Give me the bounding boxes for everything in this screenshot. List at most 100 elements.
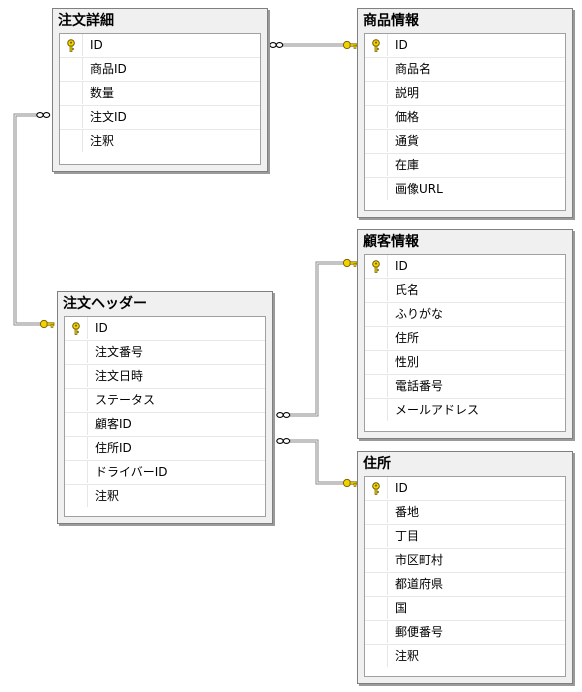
column-row[interactable]: 性別 <box>365 351 565 375</box>
row-selector[interactable] <box>365 303 388 325</box>
column-row[interactable]: 住所ID <box>65 437 265 461</box>
row-selector[interactable] <box>365 327 388 349</box>
row-selector[interactable] <box>365 597 388 619</box>
row-selector[interactable] <box>365 477 388 499</box>
primary-key-icon <box>72 322 80 335</box>
column-row[interactable]: メールアドレス <box>365 399 565 422</box>
column-row[interactable]: 注釈 <box>60 130 260 153</box>
column-row[interactable]: 説明 <box>365 82 565 106</box>
row-selector[interactable] <box>365 399 388 421</box>
row-selector[interactable] <box>65 341 88 363</box>
column-list[interactable]: ID 番地丁目市区町村都道府県国郵便番号注釈 <box>364 476 566 677</box>
table-customer-info[interactable]: 顧客情報 ID 氏名ふりがな住所性別電話番号メールアドレス <box>357 229 573 439</box>
column-row[interactable]: ID <box>365 477 565 501</box>
row-selector[interactable] <box>365 525 388 547</box>
column-row[interactable]: ステータス <box>65 389 265 413</box>
row-selector[interactable] <box>365 58 388 80</box>
column-row[interactable]: 氏名 <box>365 279 565 303</box>
column-row[interactable]: 通貨 <box>365 130 565 154</box>
column-row[interactable]: 市区町村 <box>365 549 565 573</box>
row-selector[interactable] <box>65 413 88 435</box>
row-selector[interactable] <box>365 621 388 643</box>
table-title[interactable]: 注文ヘッダー <box>63 296 147 312</box>
row-selector[interactable] <box>60 106 83 128</box>
row-selector[interactable] <box>65 485 88 507</box>
table-title[interactable]: 商品情報 <box>363 13 419 29</box>
column-row[interactable]: 数量 <box>60 82 260 106</box>
row-selector[interactable] <box>65 389 88 411</box>
row-selector[interactable] <box>365 34 388 56</box>
column-row[interactable]: 画像URL <box>365 178 565 201</box>
row-selector[interactable] <box>365 178 388 200</box>
column-row[interactable]: 顧客ID <box>65 413 265 437</box>
column-row[interactable]: 価格 <box>365 106 565 130</box>
column-name: 都道府県 <box>395 577 444 591</box>
column-row[interactable]: 注文日時 <box>65 365 265 389</box>
column-row[interactable]: ID <box>60 34 260 58</box>
row-selector[interactable] <box>365 501 388 523</box>
table-title[interactable]: 顧客情報 <box>363 234 419 250</box>
column-row[interactable]: 注文ID <box>60 106 260 130</box>
row-selector[interactable] <box>60 82 83 104</box>
row-selector[interactable] <box>365 106 388 128</box>
column-row[interactable]: 商品ID <box>60 58 260 82</box>
column-row[interactable]: ドライバーID <box>65 461 265 485</box>
column-row[interactable]: 国 <box>365 597 565 621</box>
column-name: ID <box>395 481 408 495</box>
row-selector[interactable] <box>365 351 388 373</box>
column-name: 氏名 <box>395 283 420 297</box>
column-name: 画像URL <box>395 182 443 196</box>
row-selector[interactable] <box>65 461 88 483</box>
row-selector[interactable] <box>365 279 388 301</box>
row-selector[interactable] <box>365 549 388 571</box>
column-name: 注釈 <box>90 134 115 148</box>
column-row[interactable]: 都道府県 <box>365 573 565 597</box>
column-row[interactable]: 注釈 <box>65 485 265 508</box>
row-selector[interactable] <box>365 82 388 104</box>
row-selector[interactable] <box>60 130 83 152</box>
column-row[interactable]: ID <box>65 317 265 341</box>
table-title[interactable]: 住所 <box>363 456 391 472</box>
row-selector[interactable] <box>65 437 88 459</box>
row-selector[interactable] <box>65 317 88 339</box>
row-selector[interactable] <box>65 365 88 387</box>
row-selector[interactable] <box>365 645 388 667</box>
column-name: 数量 <box>90 86 115 100</box>
column-row[interactable]: 電話番号 <box>365 375 565 399</box>
column-row[interactable]: ID <box>365 34 565 58</box>
column-list[interactable]: ID 商品ID 数量注文ID 注釈 <box>59 33 261 165</box>
column-row[interactable]: 注文番号 <box>65 341 265 365</box>
column-name: 番地 <box>395 505 420 519</box>
one-end-key-icon <box>342 478 358 488</box>
table-address[interactable]: 住所 ID 番地丁目市区町村都道府県国郵便番号注釈 <box>357 451 573 684</box>
column-row[interactable]: 丁目 <box>365 525 565 549</box>
row-selector[interactable] <box>60 58 83 80</box>
column-row[interactable]: ID <box>365 255 565 279</box>
row-selector[interactable] <box>365 154 388 176</box>
column-name: 住所 <box>395 331 420 345</box>
column-row[interactable]: 商品名 <box>365 58 565 82</box>
table-title[interactable]: 注文詳細 <box>58 13 114 29</box>
row-selector[interactable] <box>365 573 388 595</box>
column-row[interactable]: 在庫 <box>365 154 565 178</box>
column-name: ふりがな <box>395 307 444 321</box>
table-order-detail[interactable]: 注文詳細 ID 商品ID 数量注文ID 注釈 <box>52 8 268 172</box>
column-name: ID <box>90 38 103 52</box>
column-row[interactable]: 住所 <box>365 327 565 351</box>
column-row[interactable]: 郵便番号 <box>365 621 565 645</box>
column-list[interactable]: ID 氏名ふりがな住所性別電話番号メールアドレス <box>364 254 566 432</box>
row-selector[interactable] <box>365 375 388 397</box>
row-selector[interactable] <box>365 255 388 277</box>
row-selector[interactable] <box>365 130 388 152</box>
column-row[interactable]: ふりがな <box>365 303 565 327</box>
column-row[interactable]: 番地 <box>365 501 565 525</box>
primary-key-icon <box>372 39 380 52</box>
column-row[interactable]: 注釈 <box>365 645 565 668</box>
row-selector[interactable] <box>60 34 83 56</box>
many-end-infinity-icon <box>276 438 291 444</box>
column-name: 国 <box>395 601 408 615</box>
